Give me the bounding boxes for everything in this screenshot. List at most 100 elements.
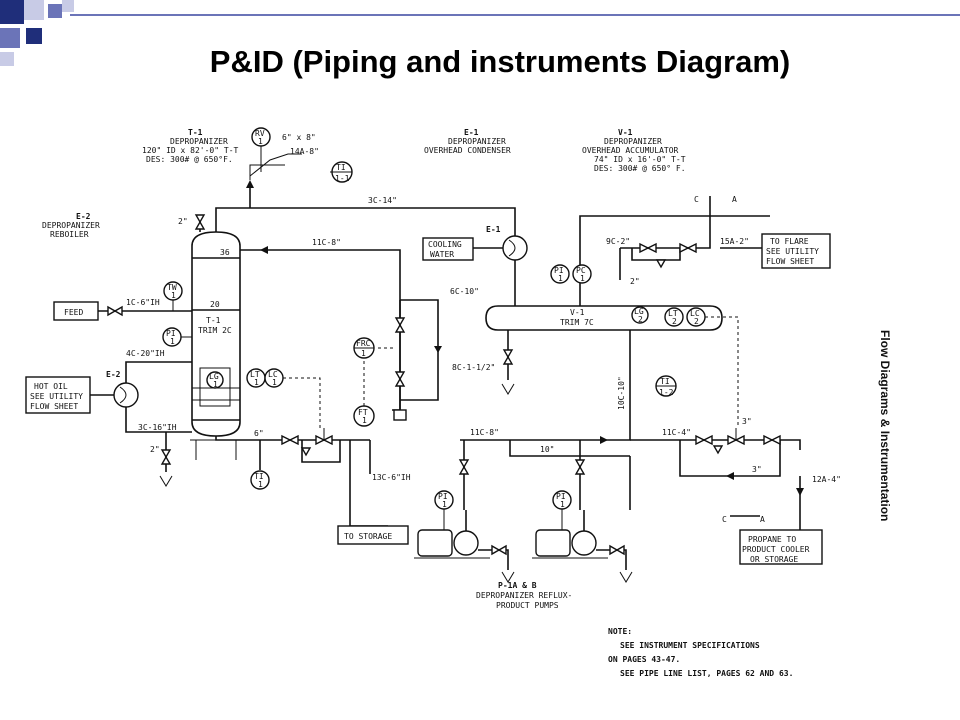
instrument-lc1: LC 1	[264, 368, 321, 428]
corner-square-light-3	[0, 52, 14, 66]
inst-lt2-bottom: 2	[672, 317, 677, 326]
c-label-1: C	[694, 195, 699, 204]
v1-label-5: DES: 300# @ 650° F.	[594, 164, 686, 173]
inst-pi2-bottom: 1	[558, 274, 563, 283]
corner-square-mid-1	[48, 4, 62, 18]
e2-tag: E-2	[106, 370, 121, 379]
inst-ti11-top: TI	[336, 163, 346, 172]
inst-pi3-top: PI	[438, 492, 448, 501]
inst-frc-top: FRC	[356, 339, 371, 348]
size-3b: 3"	[752, 465, 762, 474]
line-3c16: 3C-16"IH	[138, 423, 177, 432]
flare-3: FLOW SHEET	[766, 257, 814, 266]
line-8c112: 8C-1-1/2"	[452, 363, 495, 372]
line-9c2: 9C-2"	[606, 237, 630, 246]
inst-pi1-bottom: 1	[170, 337, 175, 346]
e2-label-1: E-2	[76, 212, 91, 221]
inst-lc2-top: LC	[690, 309, 700, 318]
size-3a: 3"	[742, 417, 752, 426]
size-2a: 2"	[178, 217, 188, 226]
inst-ti12-bottom: 1-2	[659, 388, 674, 397]
instrument-pi1: PI 1	[162, 327, 192, 347]
line-12a4: 12A-4"	[812, 475, 841, 484]
hot-oil-3: FLOW SHEET	[30, 402, 78, 411]
inst-pi4-top: PI	[556, 492, 566, 501]
line-6x8: 6" x 8"	[282, 133, 316, 142]
instrument-lg2: LG 2	[631, 306, 649, 324]
vessel-tag-1: V-1	[570, 308, 585, 317]
line-4c20: 4C-20"IH	[126, 349, 165, 358]
size-2c: 2"	[630, 277, 640, 286]
instrument-tw: TW 1	[163, 281, 183, 311]
inst-lt1-top: LT	[250, 370, 260, 379]
t1-label-4: DES: 300# @ 650°F.	[146, 155, 233, 164]
line-1c6: 1C-6"IH	[126, 298, 160, 307]
vent-valve	[194, 214, 206, 232]
column-tag-1: T-1	[206, 316, 221, 325]
line-11c4: 11C-4"	[662, 428, 691, 437]
inst-ti11-bottom: 1-1	[335, 174, 350, 183]
line-13c6: 13C-6"IH	[372, 473, 411, 482]
flare-line	[579, 196, 831, 306]
side-caption-text: Flow Diagrams & Instrumentation	[878, 330, 892, 522]
flare-1: TO FLARE	[770, 237, 809, 246]
instrument-lt2: LT 2	[664, 307, 684, 327]
inst-lc2-bottom: 2	[694, 317, 699, 326]
line-3c14: 3C-14"	[368, 196, 397, 205]
line-6c10: 6C-10"	[450, 287, 479, 296]
size-10: 10"	[540, 445, 554, 454]
instrument-ft: FT 1	[353, 358, 375, 427]
hot-oil-2: SEE UTILITY	[30, 392, 83, 401]
to-storage-box	[337, 525, 409, 545]
p1-label-1: P-1A & B	[498, 581, 537, 590]
e1-label-3: OVERHEAD CONDENSER	[424, 146, 511, 155]
c-label-2: C	[722, 515, 727, 524]
inst-pi2-top: PI	[554, 266, 564, 275]
inst-lg1-bottom: 1	[213, 380, 218, 389]
p1-label-3: PRODUCT PUMPS	[496, 601, 559, 610]
column-tag-2: TRIM 2C	[198, 326, 232, 335]
bottoms-line	[215, 428, 388, 527]
note-3: ON PAGES 43-47.	[608, 655, 680, 664]
tray-top: 36	[220, 248, 230, 257]
p1-label-2: DEPROPANIZER REFLUX-	[476, 591, 572, 600]
slide-title: P&ID (Piping and instruments Diagram)	[209, 44, 791, 79]
v1-label-2: DEPROPANIZER	[604, 137, 662, 146]
inst-pc-bottom: 1	[580, 274, 585, 283]
a-label-2: A	[760, 515, 765, 524]
propane-3: OR STORAGE	[750, 555, 798, 564]
e1-label-1: E-1	[464, 128, 479, 137]
instrument-lg1: LG 1	[199, 367, 231, 407]
v1-label-4: 74" ID x 16'-0" T-T	[594, 155, 686, 164]
pump-discharge	[478, 544, 633, 583]
instrument-ti12: TI 1-2	[655, 375, 677, 397]
line-15a2: 15A-2"	[720, 237, 749, 246]
accumulator-v1	[485, 305, 723, 331]
note-2: SEE INSTRUMENT SPECIFICATIONS	[620, 641, 760, 650]
pump-b	[532, 510, 608, 559]
cooling-water-1: COOLING	[428, 240, 462, 249]
column-t1	[190, 231, 242, 460]
note-1: NOTE:	[608, 627, 632, 636]
side-caption: Flow Diagrams & Instrumentation	[878, 330, 892, 530]
inst-tw-top: TW	[167, 283, 177, 292]
condenser-e1	[422, 235, 528, 306]
inst-lg2-top: LG	[634, 307, 644, 316]
size-2b: 2"	[150, 445, 160, 454]
inst-pi4-bottom: 1	[560, 500, 565, 509]
t1-label-3: 120" ID x 82'-0" T-T	[142, 146, 239, 155]
inst-ft-top: FT	[358, 408, 368, 417]
instrument-pi3: PI 1	[434, 490, 454, 530]
t1-label-2: DEPROPANIZER	[170, 137, 228, 146]
e1-tag: E-1	[486, 225, 501, 234]
inst-ti1-top: TI	[254, 472, 264, 481]
cooling-water-2: WATER	[430, 250, 454, 259]
note-4: SEE PIPE LINE LIST, PAGES 62 AND 63.	[620, 669, 793, 678]
instrument-rv: RV 1	[251, 127, 271, 172]
drain-valve	[159, 432, 173, 487]
boot-drain	[501, 330, 515, 395]
feed-box	[53, 301, 192, 321]
propane-1: PROPANE TO	[748, 535, 796, 544]
instrument-pi2: PI 1	[550, 264, 570, 284]
reboiler-e2	[90, 361, 192, 433]
